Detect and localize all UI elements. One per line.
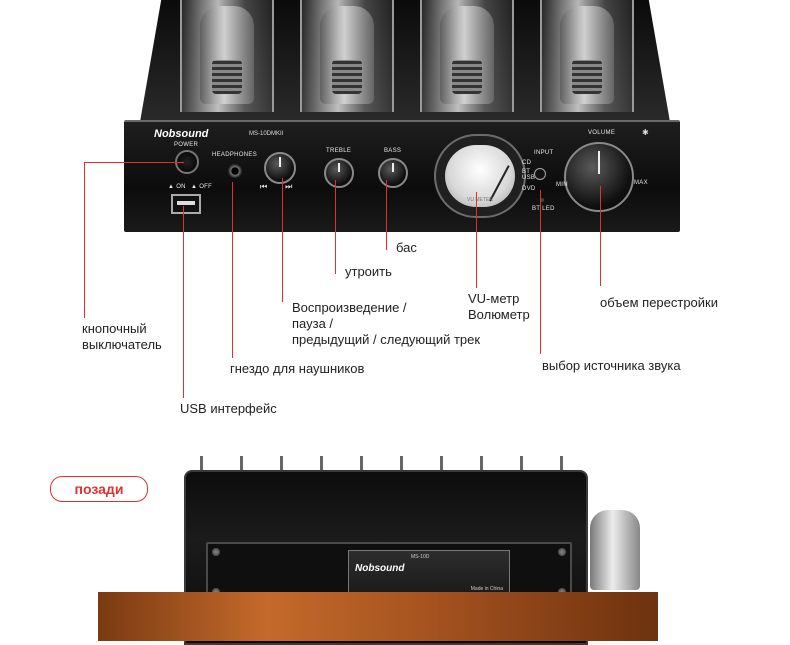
bass-knob — [378, 158, 408, 188]
power-button — [175, 150, 199, 174]
vu-meter-label: VU METER — [467, 197, 493, 203]
playback-knob — [264, 152, 296, 184]
vu-meter-dial: VU METER — [445, 145, 515, 207]
screw-icon — [558, 548, 566, 556]
on-text: ON — [176, 184, 186, 190]
volume-label: VOLUME — [588, 130, 616, 136]
input-cd-label: CD — [522, 160, 532, 166]
callout-source-select: выбор источника звука — [542, 358, 681, 373]
wooden-case — [98, 592, 658, 641]
model-label: MS-10DMKII — [249, 131, 284, 137]
rear-nameplate: Nobsound MS-10D Made in China — [348, 550, 510, 596]
usb-port — [171, 194, 201, 214]
callout-line-usb — [183, 206, 184, 398]
bt-led-label: BT LED — [532, 206, 555, 212]
vu-meter: VU METER — [434, 134, 526, 218]
vacuum-tube — [180, 0, 274, 112]
treble-label: TREBLE — [326, 148, 352, 154]
amplifier-rear-photo: Nobsound MS-10D Made in China — [0, 440, 790, 645]
callout-line-playback — [282, 178, 283, 302]
input-dvd-label: DVD — [522, 186, 536, 192]
vacuum-tube — [420, 0, 514, 112]
callout-line-source — [540, 190, 541, 354]
volume-min-label: MIN — [556, 182, 568, 188]
volume-max-label: MAX — [634, 180, 648, 186]
bluetooth-led — [540, 198, 544, 202]
input-bt-usb-label: BT USB — [522, 169, 536, 181]
bluetooth-icon: ✱ — [642, 128, 649, 137]
off-label: ▲ OFF — [191, 184, 213, 190]
bass-label: BASS — [384, 148, 402, 154]
callout-usb: USB интерфейс — [180, 401, 277, 416]
rear-vacuum-tube — [590, 510, 640, 590]
callout-bass: бас — [396, 240, 417, 255]
callout-line-vu — [476, 192, 477, 288]
callout-line-volume — [600, 186, 601, 286]
callout-treble: утроить — [345, 264, 392, 279]
power-label: POWER — [174, 142, 199, 148]
vacuum-tube — [540, 0, 634, 112]
front-faceplate: Nobsound MS-10DMKII POWER ▲ ON ▲ OFF HEA… — [124, 120, 680, 232]
callout-line-bass — [386, 180, 387, 250]
rear-brand-logo: Nobsound — [355, 563, 405, 574]
callout-power-switch: кнопочный выключатель — [82, 321, 162, 352]
callout-headphone-jack: гнездо для наушников — [230, 361, 365, 376]
treble-knob — [324, 158, 354, 188]
screw-icon — [212, 548, 220, 556]
off-text: OFF — [199, 184, 213, 190]
callout-line-headphones — [232, 182, 233, 358]
vacuum-tube — [300, 0, 394, 112]
callout-playback: Воспроизведение / пауза / предыдущий / с… — [292, 300, 481, 347]
headphones-label: HEADPHONES — [212, 152, 258, 158]
callout-vu-meter: VU-метр Волюметр — [468, 291, 530, 322]
prev-next-icons: ⏮ ⏭ — [260, 182, 293, 191]
headphone-jack — [228, 164, 242, 178]
brand-logo: Nobsound — [154, 128, 209, 140]
rear-top-posts — [200, 456, 580, 472]
callout-line-power-h — [84, 162, 184, 163]
amplifier-front-photo: Nobsound MS-10DMKII POWER ▲ ON ▲ OFF HEA… — [0, 0, 790, 232]
callout-line-treble — [335, 180, 336, 274]
made-in-label: Made in China — [470, 586, 503, 592]
on-label: ▲ ON — [168, 184, 186, 190]
rear-model-text: MS-10D — [411, 554, 430, 560]
rear-section-tag: позади — [50, 476, 148, 502]
input-label: INPUT — [534, 150, 554, 156]
volume-knob — [564, 142, 634, 212]
callout-volume: объем перестройки — [600, 295, 719, 310]
source-selector-switch — [534, 168, 546, 180]
callout-line-power-v — [84, 162, 85, 318]
